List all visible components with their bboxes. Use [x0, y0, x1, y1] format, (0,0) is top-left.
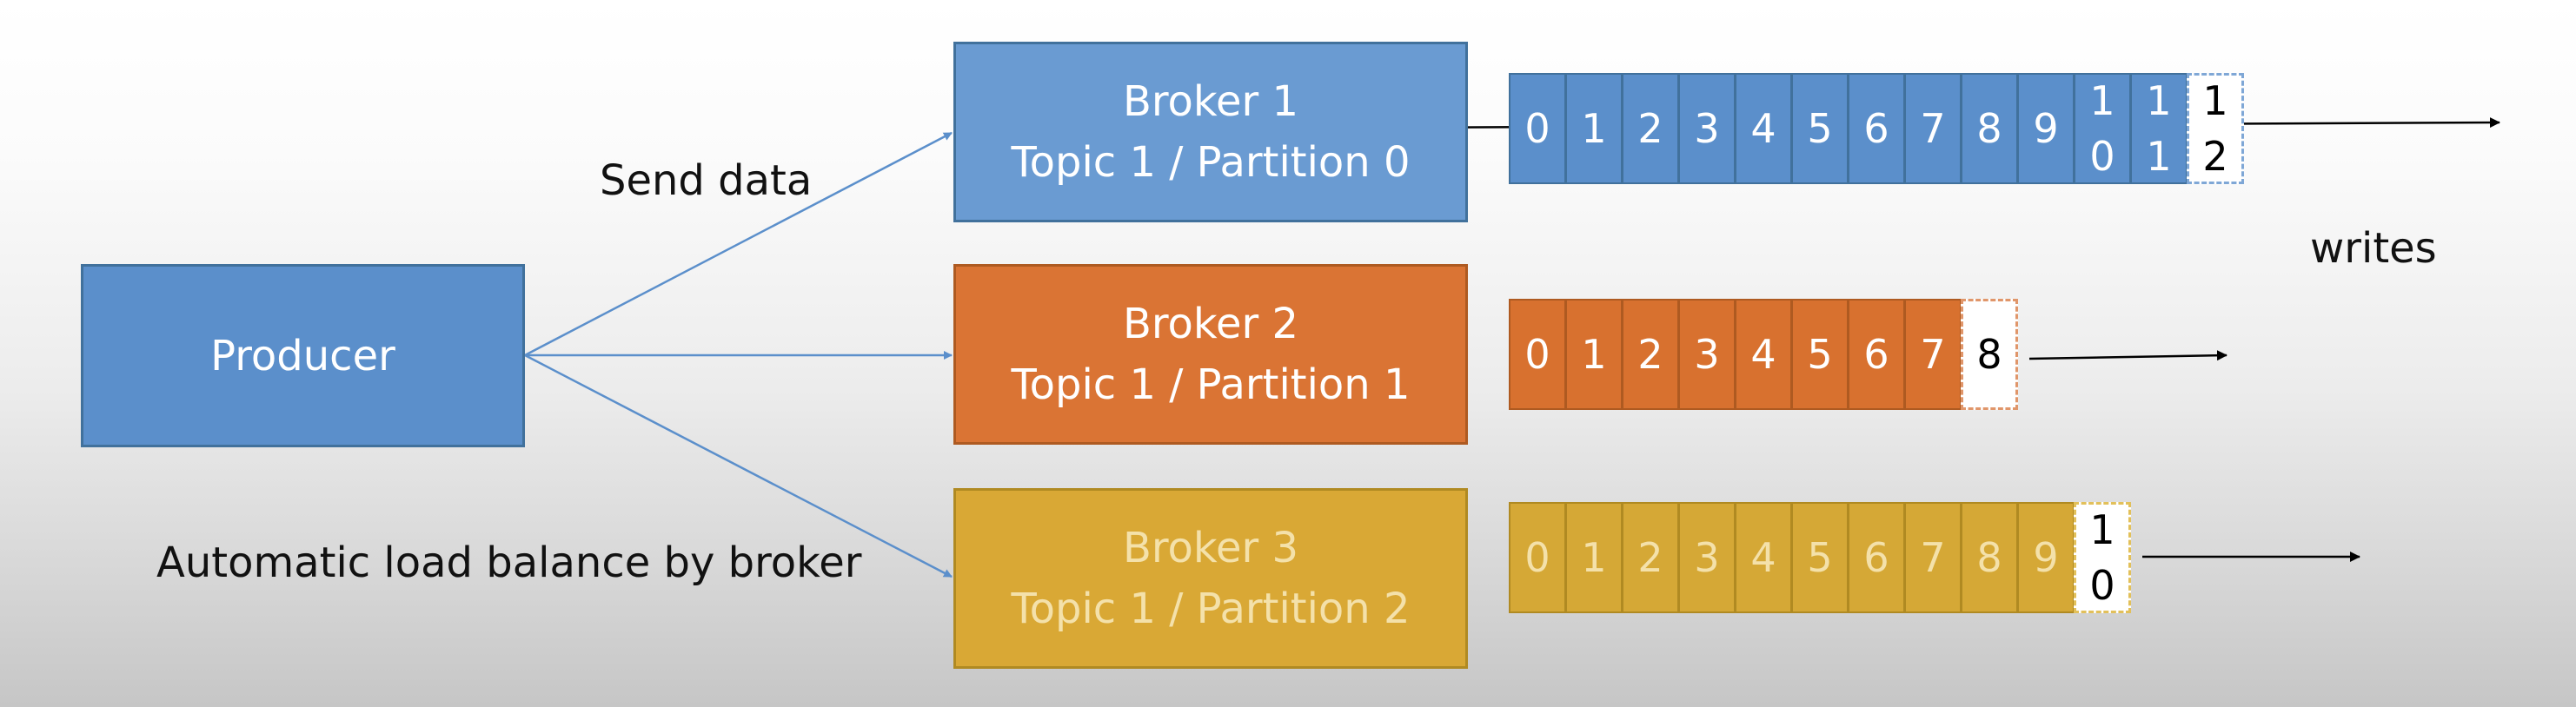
arrow-producer-to-broker-1 — [524, 131, 953, 357]
offset-cell: 6 — [1848, 73, 1905, 184]
offset-digit: 0 — [1524, 331, 1550, 378]
offset-cell: 4 — [1735, 73, 1792, 184]
broker-1-box: Broker 1 Topic 1 / Partition 0 — [953, 42, 1468, 222]
offset-digit: 0 — [1524, 105, 1550, 152]
offset-digit: 1 — [2146, 133, 2172, 180]
offset-cell: 5 — [1791, 299, 1849, 410]
broker-1-name: Broker 1 — [1122, 77, 1299, 126]
offset-digit: 8 — [1976, 105, 2002, 152]
broker-3-name: Broker 3 — [1122, 524, 1299, 572]
offset-cell: 4 — [1735, 502, 1792, 613]
offset-digit: 4 — [1750, 534, 1776, 581]
offset-digit: 1 — [2146, 77, 2172, 124]
producer-box: Producer — [81, 264, 525, 447]
offset-digit: 1 — [1581, 105, 1607, 152]
offset-digit: 1 — [2202, 77, 2228, 124]
offset-digit: 8 — [1976, 534, 2002, 581]
offset-digit: 7 — [1920, 105, 1946, 152]
offset-digit: 5 — [1807, 534, 1833, 581]
offset-cell: 5 — [1791, 502, 1849, 613]
offset-digit: 8 — [1976, 331, 2002, 378]
offset-digit: 5 — [1807, 331, 1833, 378]
producer-label: Producer — [210, 331, 395, 380]
offset-digit: 0 — [2089, 562, 2115, 609]
offset-digit: 6 — [1863, 534, 1889, 581]
offset-digit: 0 — [2089, 133, 2115, 180]
offset-cell: 3 — [1678, 73, 1736, 184]
offset-digit: 6 — [1863, 331, 1889, 378]
offset-cell: 2 — [1622, 299, 1679, 410]
offset-digit: 1 — [1581, 331, 1607, 378]
offset-digit: 3 — [1694, 331, 1720, 378]
offset-cell: 4 — [1735, 299, 1792, 410]
offset-cell: 7 — [1904, 73, 1962, 184]
offset-digit: 3 — [1694, 534, 1720, 581]
broker-2-name: Broker 2 — [1122, 300, 1299, 348]
offset-cell: 8 — [1961, 73, 2018, 184]
writes-label: writes — [2310, 224, 2437, 273]
offset-digit: 4 — [1750, 105, 1776, 152]
offset-digit: 4 — [1750, 331, 1776, 378]
offset-digit: 6 — [1863, 105, 1889, 152]
offset-digit: 9 — [2033, 534, 2059, 581]
offset-cell: 6 — [1848, 299, 1905, 410]
offset-digit: 1 — [2089, 506, 2115, 553]
offset-cell: 1 — [1565, 299, 1623, 410]
offset-cell: 7 — [1904, 299, 1962, 410]
offset-digit: 3 — [1694, 105, 1720, 152]
offset-digit: 7 — [1920, 331, 1946, 378]
offset-cell: 1 — [1565, 73, 1623, 184]
offset-cell: 2 — [1622, 502, 1679, 613]
offset-digit: 0 — [1524, 534, 1550, 581]
broker-2-topic: Topic 1 / Partition 1 — [1011, 360, 1411, 409]
offset-cell: 8 — [1961, 502, 2018, 613]
offset-cell: 1 — [1565, 502, 1623, 613]
next-offset-cell: 8 — [1961, 299, 2018, 410]
broker-3-topic: Topic 1 / Partition 2 — [1011, 585, 1411, 633]
offset-digit: 2 — [2202, 133, 2228, 180]
offset-cell: 0 — [1509, 502, 1566, 613]
offset-digit: 2 — [1637, 534, 1663, 581]
broker-1-topic: Topic 1 / Partition 0 — [1011, 138, 1411, 187]
offset-cell: 2 — [1622, 73, 1679, 184]
offset-digit: 9 — [2033, 105, 2059, 152]
offset-digit: 5 — [1807, 105, 1833, 152]
load-balance-label: Automatic load balance by broker — [156, 539, 862, 587]
offset-cell: 9 — [2017, 502, 2075, 613]
offset-cell: 0 — [1509, 73, 1566, 184]
offset-digit: 1 — [2089, 77, 2115, 124]
offset-cell: 0 — [1509, 299, 1566, 410]
offset-cell: 6 — [1848, 502, 1905, 613]
offset-cell: 7 — [1904, 502, 1962, 613]
offset-cell: 5 — [1791, 73, 1849, 184]
offset-digit: 1 — [1581, 534, 1607, 581]
offset-digit: 2 — [1637, 331, 1663, 378]
broker-3-box: Broker 3 Topic 1 / Partition 2 — [953, 488, 1468, 669]
broker-2-box: Broker 2 Topic 1 / Partition 1 — [953, 264, 1468, 445]
offset-cell: 3 — [1678, 299, 1736, 410]
offset-cell: 9 — [2017, 73, 2075, 184]
offset-cell: 3 — [1678, 502, 1736, 613]
write-arrow-partition-1 — [2028, 350, 2227, 361]
arrow-producer-to-broker-3 — [524, 354, 953, 578]
send-data-label: Send data — [600, 156, 813, 205]
offset-digit: 7 — [1920, 534, 1946, 581]
offset-digit: 2 — [1637, 105, 1663, 152]
